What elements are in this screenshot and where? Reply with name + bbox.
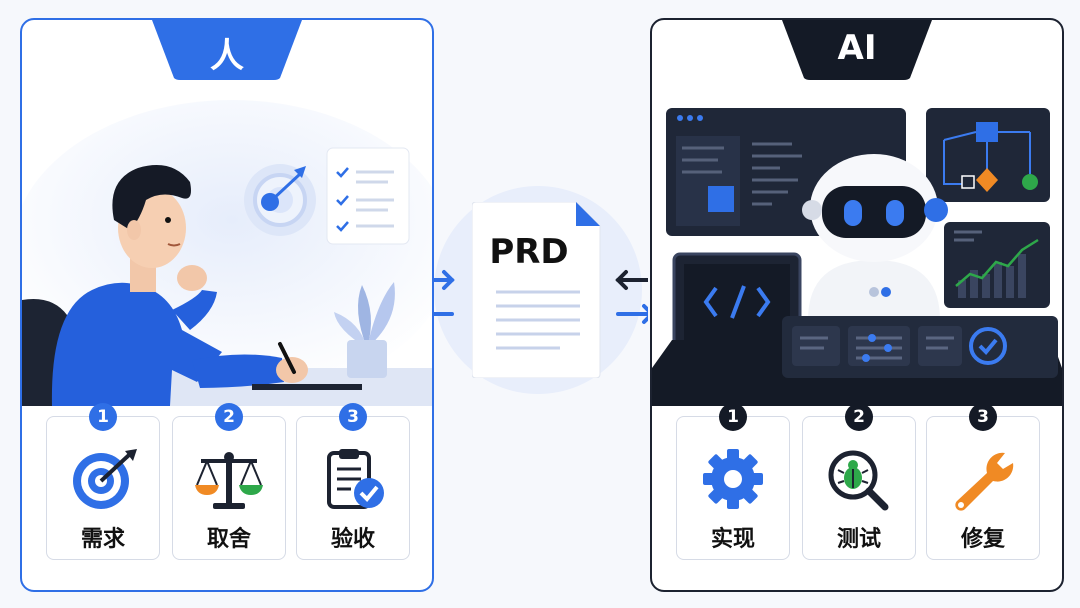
- prd-exchange: PRD: [432, 168, 648, 418]
- step-card-requirements: 1 需求: [46, 403, 160, 560]
- ai-panel: AI: [650, 18, 1064, 592]
- step-number-badge: 2: [845, 403, 873, 431]
- target-icon: [244, 164, 316, 236]
- laptop-code-icon: [672, 252, 802, 352]
- wrench-icon: [955, 452, 1014, 511]
- step-number-badge: 2: [215, 403, 243, 431]
- step-number-badge: 1: [719, 403, 747, 431]
- document-icon: [472, 202, 601, 378]
- checklist-icon: [326, 147, 410, 245]
- flowchart-screen: [926, 108, 1050, 202]
- step-card-acceptance: 3 验收: [296, 403, 410, 560]
- clipboard-check-icon: [327, 449, 384, 509]
- step-card-testing: 2 测试: [802, 403, 916, 560]
- step-label: 实现: [710, 527, 755, 552]
- ai-tab-label: AI: [837, 28, 877, 68]
- step-card-fix: 3 修复: [926, 403, 1040, 560]
- step-label: 测试: [836, 527, 881, 552]
- ai-robot-illustration: [652, 108, 1062, 406]
- ai-steps: 1 实现 2: [676, 403, 1040, 560]
- gear-icon: [703, 449, 763, 509]
- step-card-tradeoffs: 2 取舍: [172, 403, 286, 560]
- step-number-badge: 3: [339, 403, 367, 431]
- step-number-badge: 3: [969, 403, 997, 431]
- document-title: PRD: [489, 232, 569, 272]
- plant-icon: [334, 282, 395, 378]
- bug-magnifier-icon: [828, 450, 889, 511]
- step-card-implementation: 1 实现: [676, 403, 790, 560]
- step-label: 修复: [960, 527, 1005, 552]
- balance-scale-icon: [195, 452, 263, 509]
- arrows-right: [615, 270, 648, 324]
- step-number-badge: 1: [89, 403, 117, 431]
- control-console: [652, 316, 1062, 406]
- step-label: 需求: [80, 527, 125, 552]
- human-tab-label: 人: [210, 36, 244, 76]
- human-tab: 人: [152, 20, 302, 80]
- human-panel: 人: [20, 18, 434, 592]
- human-steps: 1 需求 2 取舍 3: [46, 403, 410, 560]
- human-thinking-illustration: [22, 100, 432, 406]
- target-icon: [73, 449, 137, 509]
- arrows-left: [432, 270, 455, 316]
- chart-screen: [944, 222, 1050, 308]
- step-label: 验收: [330, 527, 375, 552]
- ai-tab: AI: [782, 20, 932, 80]
- step-label: 取舍: [206, 527, 251, 552]
